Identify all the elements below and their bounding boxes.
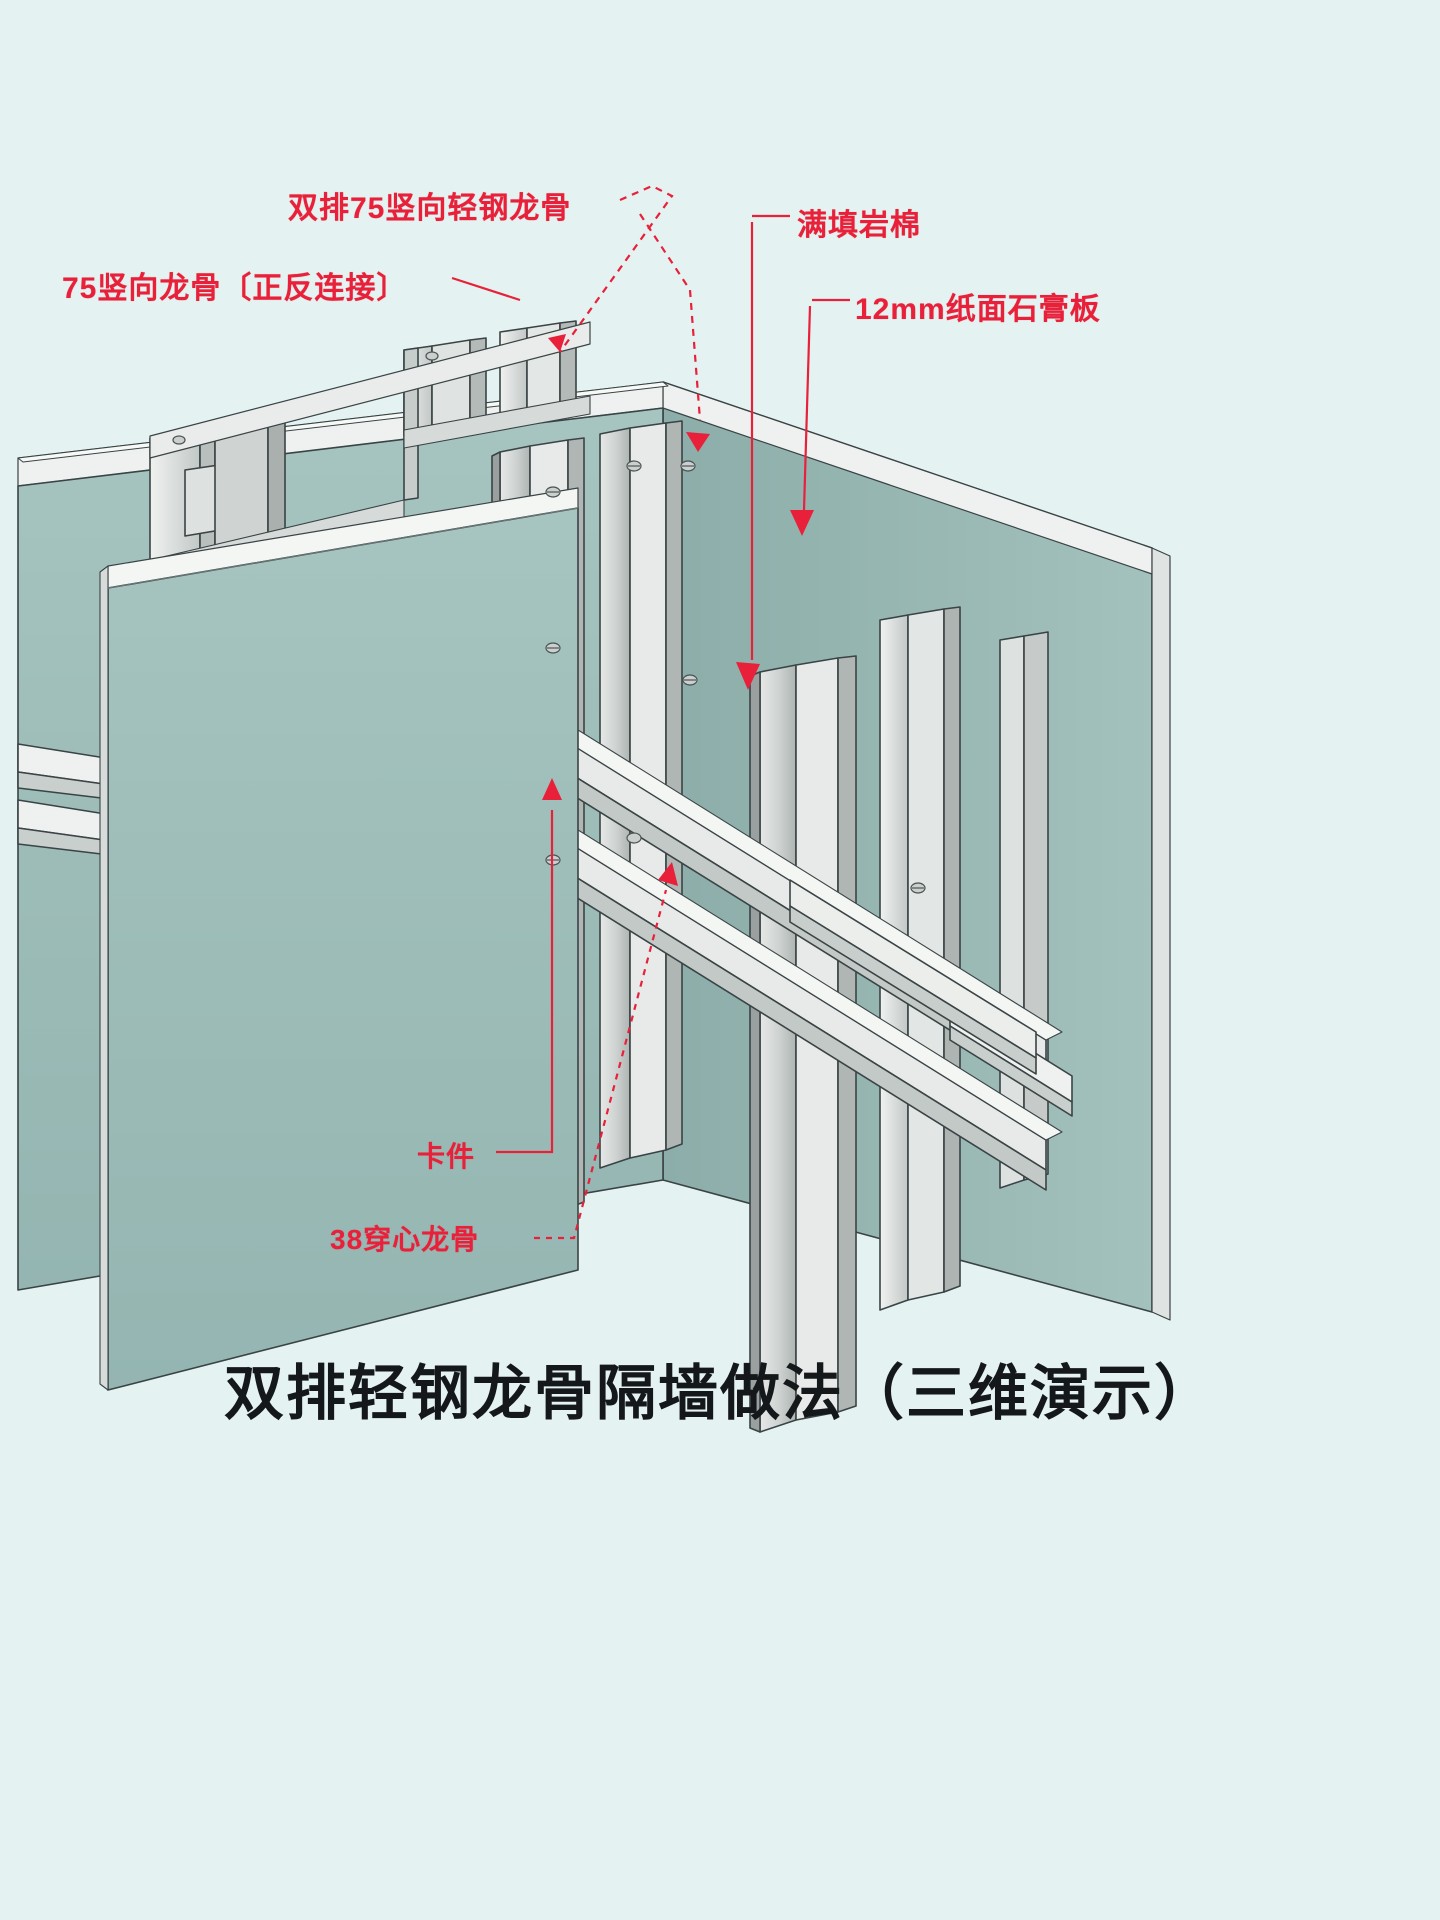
page-title: 双排轻钢龙骨隔墙做法（三维演示）	[224, 1360, 1216, 1427]
label-vertical-stud: 75竖向龙骨〔正反连接〕	[62, 272, 408, 305]
label-gypsum-board: 12mm纸面石膏板	[855, 293, 1101, 326]
label-double-row-stud: 双排75竖向轻钢龙骨	[288, 192, 572, 225]
label-rock-wool: 满填岩棉	[797, 209, 921, 242]
leader-vertical-stud	[451, 276, 521, 302]
leader-double-row-stud	[559, 184, 674, 353]
leader-clip-part	[496, 810, 554, 1154]
leader-furring-channel	[534, 889, 668, 1240]
label-clip-part: 卡件	[417, 1141, 476, 1172]
label-furring-channel: 38穿心龙骨	[330, 1224, 480, 1255]
leader-double-row-stud-2	[639, 213, 702, 421]
leader-gypsum-board	[802, 305, 812, 511]
